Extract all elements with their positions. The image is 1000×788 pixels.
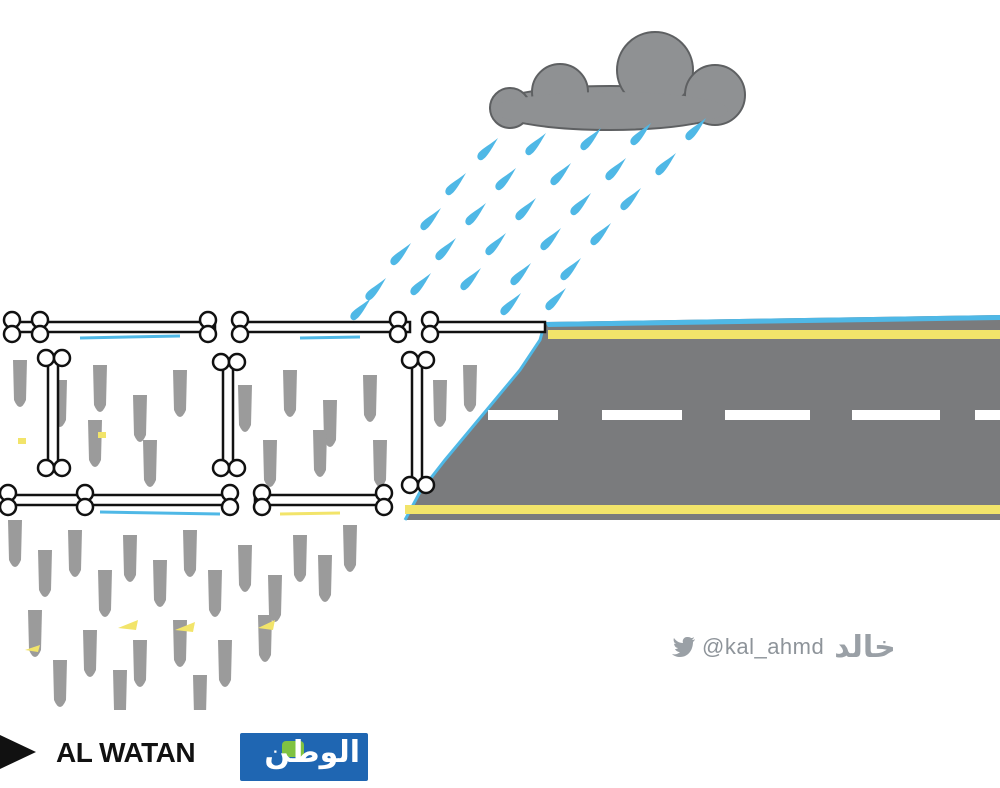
bone-bridge xyxy=(0,310,547,517)
road xyxy=(403,315,1000,521)
rain xyxy=(350,118,706,321)
artist-credit: @kal_ahmd خالد xyxy=(672,629,896,665)
water-stains xyxy=(79,334,361,516)
artist-signature: خالد xyxy=(834,629,896,665)
cloud xyxy=(489,31,746,131)
drips-lower xyxy=(8,520,357,710)
speech-bubble-icon xyxy=(282,741,304,757)
cartoon-illustration xyxy=(0,31,1000,710)
footer: AL WATAN الوطن xyxy=(0,715,1000,788)
play-arrow-icon xyxy=(0,735,36,769)
al-watan-logo: الوطن xyxy=(240,733,368,781)
drips-upper xyxy=(13,360,477,487)
twitter-handle: @kal_ahmd xyxy=(702,634,825,659)
logo-text: الوطن xyxy=(264,735,360,770)
brand-name: AL WATAN xyxy=(56,737,196,768)
twitter-bird-icon xyxy=(672,637,695,657)
